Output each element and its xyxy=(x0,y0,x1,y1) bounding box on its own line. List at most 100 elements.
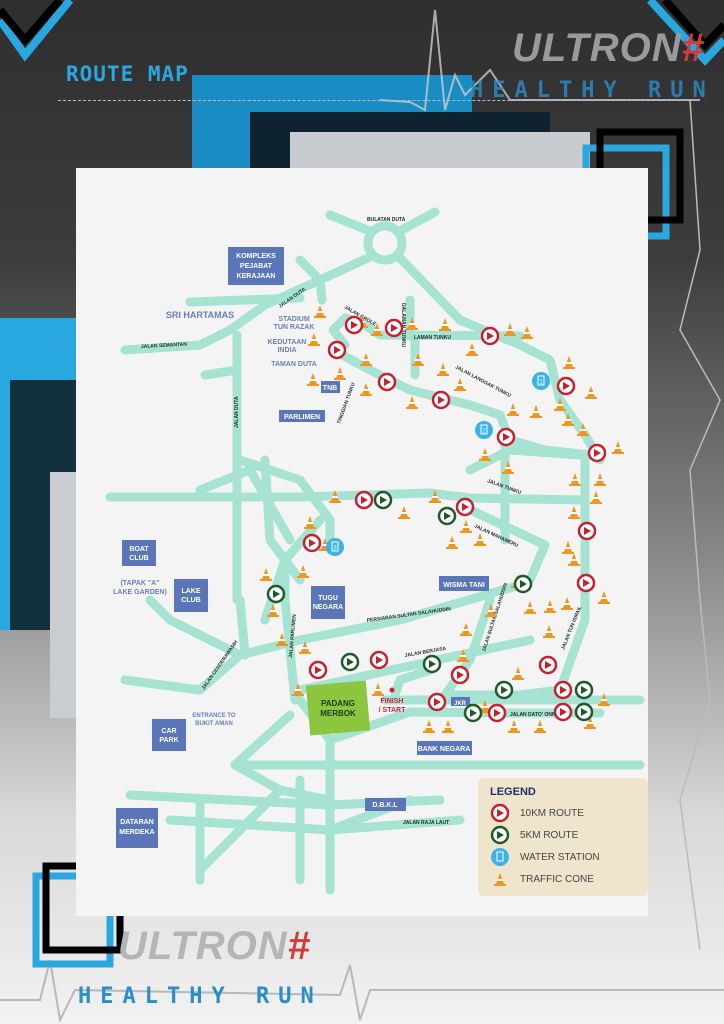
traffic-cone-icon xyxy=(423,720,435,733)
green-route-marker xyxy=(513,574,533,594)
red-route-marker xyxy=(556,376,576,396)
road-dalaman-tunku: DALAMAN TUNKU xyxy=(400,303,406,348)
legend-label: 10KM ROUTE xyxy=(520,807,584,819)
road-bulatan-duta: BULATAN DUTA xyxy=(367,217,406,223)
red-route-marker xyxy=(480,326,500,346)
traffic-cone-icon xyxy=(508,720,520,733)
traffic-cone-icon xyxy=(446,536,458,549)
legend-item: 10KM ROUTE xyxy=(490,802,636,824)
red-route-marker xyxy=(302,533,322,553)
label-sri-hartamas: SRI HARTAMAS xyxy=(166,310,234,320)
traffic-cone-icon xyxy=(429,490,441,503)
traffic-cone-icon xyxy=(260,568,272,581)
legend: LEGEND 10KM ROUTE 5KM ROUTE WATER STATION T… xyxy=(478,778,648,896)
red-route-marker xyxy=(587,443,607,463)
traffic-cone-icon xyxy=(585,386,597,399)
traffic-cone-icon xyxy=(554,398,566,411)
legend-label: TRAFFIC CONE xyxy=(520,873,594,885)
traffic-cone-icon xyxy=(308,333,320,346)
page-title: ROUTE MAP xyxy=(66,62,189,86)
traffic-cone-icon xyxy=(460,623,472,636)
water-station-icon: 1 xyxy=(532,372,550,390)
brand-logo-top: ULTRON# xyxy=(512,26,705,70)
label-tapak: (TAPAK "A"LAKE GARDEN) xyxy=(113,580,167,596)
road-laman-tunku: LAMAN TUNKU xyxy=(414,335,451,341)
traffic-cone-icon xyxy=(562,541,574,554)
traffic-cone-icon xyxy=(568,553,580,566)
red-route-marker xyxy=(369,650,389,670)
red-route-marker xyxy=(553,702,573,722)
traffic-cone-icon xyxy=(334,367,346,380)
legend-label: 5KM ROUTE xyxy=(520,829,579,841)
road-jalan-langgak-tunku: JALAN LANGGAK TUNKU xyxy=(454,364,512,399)
traffic-cone-icon xyxy=(307,373,319,386)
red-route-marker xyxy=(384,318,404,338)
finish-start-point xyxy=(389,687,395,693)
red-route-marker xyxy=(427,692,447,712)
traffic-cone-icon xyxy=(568,506,580,519)
traffic-cone-icon xyxy=(569,473,581,486)
traffic-cone-icon xyxy=(598,693,610,706)
red-route-marker xyxy=(487,703,507,723)
traffic-cone-icon xyxy=(267,604,279,617)
traffic-cone-icon xyxy=(412,353,424,366)
water-station-icon: 2 xyxy=(475,421,493,439)
traffic-cone-icon xyxy=(562,413,574,426)
label-taman-duta: TAMAN DUTA xyxy=(271,361,317,368)
red-route-marker xyxy=(455,497,475,517)
water-station-number: 2 xyxy=(482,429,486,435)
padang-merbok-park xyxy=(305,680,371,736)
traffic-cone-icon xyxy=(360,353,372,366)
green-route-marker xyxy=(574,680,594,700)
legend-label: WATER STATION xyxy=(520,851,600,863)
traffic-cone-icon xyxy=(474,533,486,546)
red-route-marker xyxy=(308,660,328,680)
label-finish-start: FINISH/ START xyxy=(379,698,406,714)
legend-item: TRAFFIC CONE xyxy=(490,868,636,890)
traffic-cone-icon xyxy=(507,403,519,416)
traffic-cone-icon xyxy=(561,597,573,610)
traffic-cone-icon xyxy=(612,441,624,454)
traffic-cone-icon xyxy=(299,641,311,654)
traffic-cone-icon xyxy=(479,448,491,461)
tagline-bottom: HEALTHY RUN xyxy=(78,984,323,1009)
road-jalan-raja-laut: JALAN RAJA LAUT xyxy=(403,820,449,826)
traffic-cone-icon xyxy=(466,343,478,356)
traffic-cone-icon xyxy=(479,700,491,713)
title-divider xyxy=(58,100,690,101)
legend-title: LEGEND xyxy=(490,786,536,798)
tagline-top: HEALTHY RUN xyxy=(470,78,715,103)
red-route-marker xyxy=(576,573,596,593)
traffic-cone-icon xyxy=(292,683,304,696)
green-route-marker xyxy=(494,680,514,700)
label-wisma-tani: WISMA TANI xyxy=(443,582,485,589)
label-bank-negara: BANK NEGARA xyxy=(418,746,471,753)
red-route-marker xyxy=(327,340,347,360)
legend-item: WATER STATION xyxy=(490,846,636,868)
traffic-cone-icon xyxy=(485,604,497,617)
traffic-cone-icon xyxy=(530,405,542,418)
green-route-marker xyxy=(422,654,442,674)
traffic-cone-icon xyxy=(584,716,596,729)
traffic-cone-icon xyxy=(543,625,555,638)
red-route-marker xyxy=(450,665,470,685)
traffic-cone-icon xyxy=(406,396,418,409)
road-jalan-semantan: JALAN SEMANTAN xyxy=(141,342,188,350)
traffic-cone-icon xyxy=(406,317,418,330)
water-station-icon: 3 xyxy=(326,538,344,556)
traffic-cone-icon xyxy=(577,423,589,436)
traffic-cone-icon xyxy=(297,565,309,578)
green-route-marker xyxy=(373,490,393,510)
traffic-cone-icon xyxy=(454,378,466,391)
water-station-number: 3 xyxy=(333,546,337,552)
deco-left-gray xyxy=(50,472,76,718)
red-route-marker xyxy=(377,372,397,392)
green-route-marker xyxy=(490,825,510,845)
